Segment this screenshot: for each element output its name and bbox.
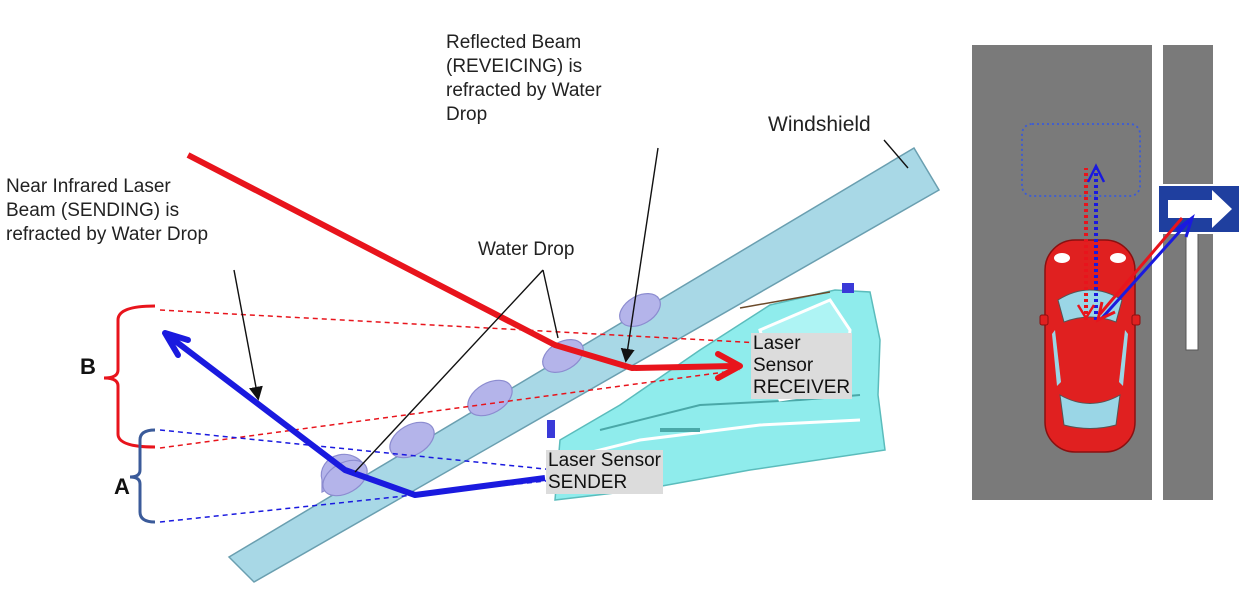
receiver-line-3: RECEIVER [753,377,851,398]
sender-label: Laser Sensor SENDER [546,450,664,494]
receiving-beam [186,152,743,381]
receiver-label: Laser Sensor RECEIVER [751,333,853,399]
dashed-beams [159,309,761,523]
sender-line-2: SENDER [548,472,628,493]
top-view-scene [972,45,1241,500]
reflected-line-2: (REVEICING) is [446,56,583,77]
receiver-line-2: Sensor [753,355,814,376]
water-drops [320,293,661,497]
leader-lines [233,139,909,473]
windshield-glass [227,146,941,583]
near-ir-line-1: Near Infrared Laser [6,176,171,197]
bracket-a [129,428,156,524]
near-infrared-label: Near Infrared Laser Beam (SENDING) is re… [6,175,208,247]
receiver-line-1: Laser [753,333,801,354]
water-drop-label: Water Drop [478,239,575,260]
reflected-line-3: refracted by Water [446,80,602,101]
sending-beam [162,330,546,498]
bracket-b [103,304,156,449]
near-ir-line-2: Beam (SENDING) is [6,200,180,221]
near-ir-line-3: refracted by Water Drop [6,224,209,245]
reflected-line-4: Drop [446,104,488,125]
reflected-line-1: Reflected Beam [446,32,582,53]
car-top-view [1039,239,1141,453]
reflected-beam-label: Reflected Beam (REVEICING) is refracted … [446,31,602,127]
sender-line-1: Laser Sensor [548,450,662,471]
windshield-label: Windshield [768,113,871,136]
direction-sign-arrow [1157,184,1241,234]
bracket-b-label: B [80,354,96,379]
bracket-a-label: A [114,474,130,499]
